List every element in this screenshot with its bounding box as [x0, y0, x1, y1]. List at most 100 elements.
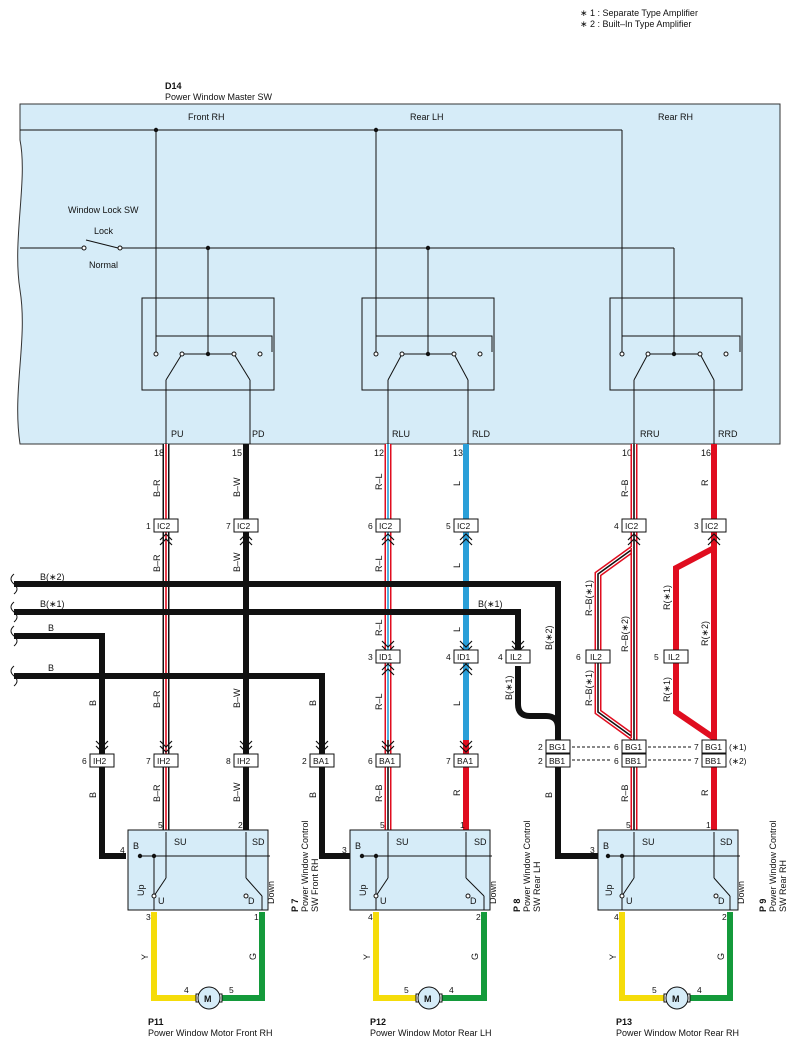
ih2-8-code: IH2 [237, 756, 251, 766]
wire-b-star1 [14, 609, 561, 740]
label-rru-s1b: R–B(∗1) [584, 670, 594, 706]
ic2-6-pin: 6 [368, 521, 373, 531]
label-rrd-s2: R(∗2) [700, 621, 710, 646]
ic2-1-pin: 1 [146, 521, 151, 531]
sw1-pin-b: 4 [120, 845, 125, 855]
sw3-up: Up [604, 884, 614, 896]
sw3-pin-su: 5 [626, 820, 631, 830]
section-rear-lh: Rear LH [410, 112, 444, 122]
motor-3-code: P13 [616, 1017, 632, 1027]
bb1-7-code: BB1 [705, 756, 721, 766]
sw1-su: SU [174, 837, 187, 847]
label-rlu-1: R–L [374, 473, 384, 490]
motor-1-pin-r: 5 [229, 985, 234, 995]
control-sw-rear-rh: B SU SD U D Up Down 3 5 1 4 2 P 9 Power … [590, 820, 788, 922]
label-pu-3: B–R [152, 690, 162, 708]
sw1-name2: SW Front RH [310, 858, 320, 912]
sw1-u: U [158, 896, 165, 906]
label-rru-s2: R–B(∗2) [620, 616, 630, 652]
control-sw-rear-lh: B SU SD U D Up Down 3 5 1 4 2 P 8 Power … [342, 820, 542, 922]
section-front-rh: Front RH [188, 112, 225, 122]
id1-4-code: ID1 [457, 652, 471, 662]
sw1-pin-u: 3 [146, 912, 151, 922]
sw2-pin-u: 4 [368, 912, 373, 922]
sw3-u: U [626, 896, 633, 906]
label-pd-1: B–W [232, 477, 242, 497]
sw2-su: SU [396, 837, 409, 847]
label-b-v3: B [308, 700, 318, 706]
sw3-pin-b: 3 [590, 845, 595, 855]
sw1-d: D [248, 896, 255, 906]
label-b-v1: B [88, 700, 98, 706]
pin-rrd: 16 [701, 448, 711, 458]
motor-wires [151, 912, 733, 1001]
label-pd-4: B–W [232, 782, 242, 802]
motor-3-name: Power Window Motor Rear RH [616, 1028, 739, 1038]
ba1-6-pin: 6 [368, 756, 373, 766]
il2-4-pin: 4 [498, 652, 503, 662]
lock-label: Lock [94, 226, 114, 236]
label-y-1: Y [140, 954, 150, 960]
connector-chevrons [95, 533, 721, 753]
id1-4-pin: 4 [446, 652, 451, 662]
motor-rear-rh: M 5 4 P13 Power Window Motor Rear RH [616, 985, 739, 1038]
label-pd-2: B–W [232, 552, 242, 572]
label-rru-s1a: R–B(∗1) [584, 580, 594, 616]
bb1-6-code: BB1 [625, 756, 641, 766]
pin-rld: 13 [453, 448, 463, 458]
sw3-sd: SD [720, 837, 733, 847]
switch-box-rear-lh [361, 297, 495, 444]
motor-2-pin-l: 5 [404, 985, 409, 995]
label-b-v4: B [308, 792, 318, 798]
bg1-6-code: BG1 [625, 742, 642, 752]
sw3-name1: Power Window Control [768, 820, 778, 912]
control-sw-front-rh: B SU SD U D Up Down 4 5 2 3 1 P 7 Power … [120, 820, 320, 922]
label-rru-2: R–B [620, 784, 630, 802]
ic2-4-code: IC2 [625, 521, 639, 531]
ic2-1-code: IC2 [157, 521, 171, 531]
label-rrd-2: R [700, 789, 710, 796]
sw3-name2: SW Rear RH [778, 860, 788, 912]
pin-rru: 10 [622, 448, 632, 458]
terminal-rru: RRU [640, 429, 660, 439]
label-g-3: G [716, 953, 726, 960]
sw2-d: D [470, 896, 477, 906]
sw3-pin-d: 2 [722, 912, 727, 922]
bb1-2-code: BB1 [549, 756, 565, 766]
master-name: Power Window Master SW [165, 92, 273, 102]
bg1-7-pin: 7 [694, 742, 699, 752]
sw2-pin-su: 5 [380, 820, 385, 830]
label-g-1: G [248, 953, 258, 960]
bg1-note: (∗1) [729, 742, 747, 752]
sw2-sd: SD [474, 837, 487, 847]
label-y-3: Y [608, 954, 618, 960]
label-b2-h: B(∗2) [40, 572, 65, 582]
section-rear-rh: Rear RH [658, 112, 693, 122]
ba1-7-code: BA1 [457, 756, 473, 766]
sw2-b: B [355, 841, 361, 851]
label-rrd-s1a: R(∗1) [662, 585, 672, 610]
il2-6-code: IL2 [590, 652, 602, 662]
label-g-2: G [470, 953, 480, 960]
label-rru-1: R–B [620, 479, 630, 497]
label-b2-v: B(∗2) [544, 625, 554, 650]
il2-4-code: IL2 [510, 652, 522, 662]
switch-box-front [141, 297, 275, 444]
master-code: D14 [165, 81, 182, 91]
sw1-sd: SD [252, 837, 265, 847]
label-rrd-1: R [700, 479, 710, 486]
sw2-pin-d: 2 [476, 912, 481, 922]
label-y-2: Y [362, 954, 372, 960]
label-rld-2: L [452, 563, 462, 568]
label-rld-5: R [452, 789, 462, 796]
ic2-7-pin: 7 [226, 521, 231, 531]
motor-icon [197, 986, 221, 1010]
label-pu-1: B–R [152, 479, 162, 497]
sw2-down: Down [488, 881, 498, 904]
motor-2-symbol: M [424, 994, 432, 1004]
wire-b-front [14, 633, 126, 859]
il2-5-pin: 5 [654, 652, 659, 662]
sw3-pin-u: 4 [614, 912, 619, 922]
master-top-bus [20, 129, 675, 354]
master-panel [17, 103, 781, 445]
